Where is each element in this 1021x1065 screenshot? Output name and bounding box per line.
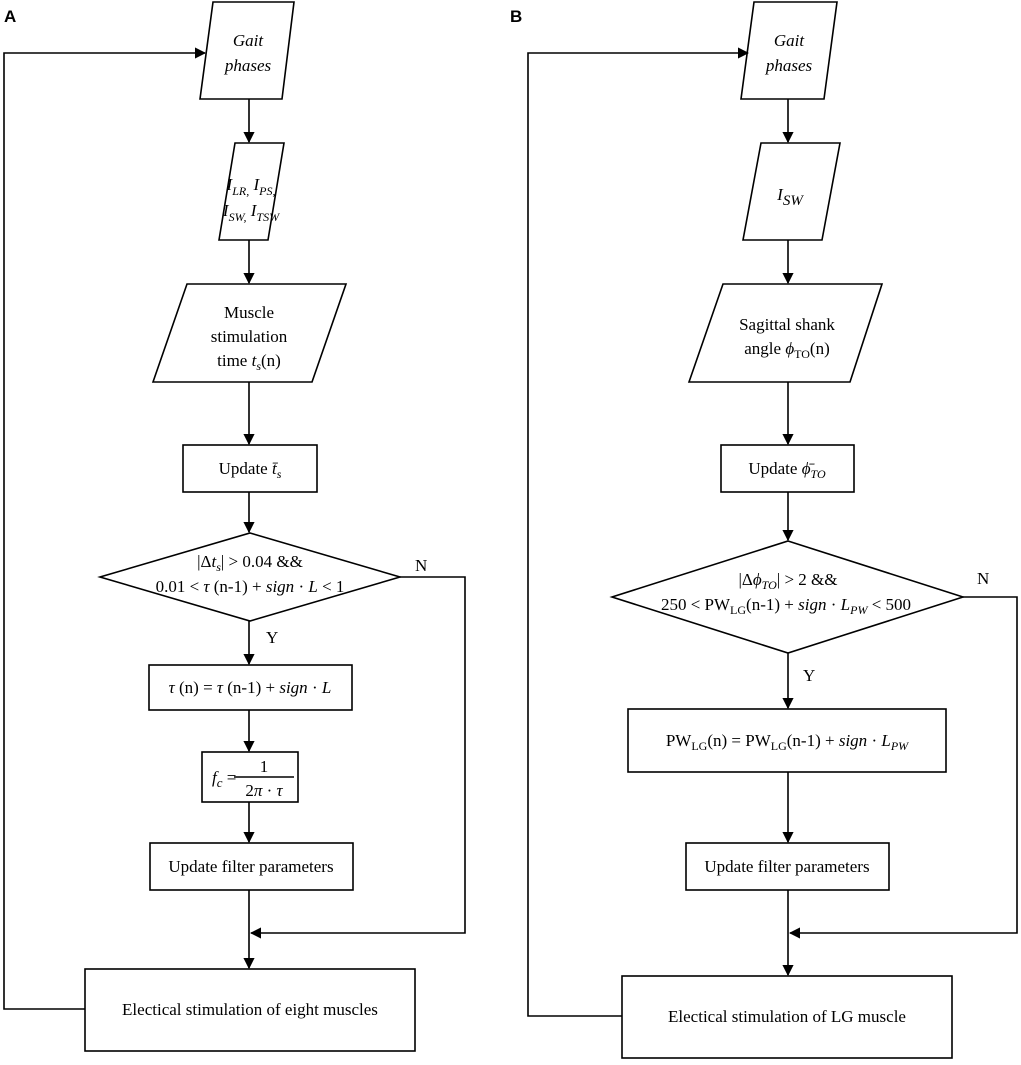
b-measure-shape <box>687 283 884 383</box>
b-measure-node: Sagittal shank angle ϕTO(n) <box>687 283 884 383</box>
b-decision-node: |ΔϕTO| > 2 && 250 < PWLG(n-1) + sign · L… <box>609 540 989 685</box>
a-gait-phases-shape <box>199 1 295 100</box>
a-stimulation-node: Electical stimulation of eight muscles <box>84 968 416 1052</box>
a-cutoff-lhs: fc = <box>212 768 236 790</box>
a-stimulation-text: Electical stimulation of eight muscles <box>122 1000 378 1019</box>
panel-b: B Gait phases ISW Sagittal shank angle ϕ… <box>510 1 1018 1059</box>
b-update-mean-node: Update ϕ̄TO <box>720 444 855 493</box>
a-update-filter-text: Update filter parameters <box>168 857 333 876</box>
a-decision-line1: |Δts| > 0.04 && <box>197 552 303 574</box>
a-measure-line1: Muscle <box>224 303 274 322</box>
a-intervals-line1: ILR, IPS, <box>226 175 276 198</box>
a-decision-yes: Y <box>266 628 278 647</box>
b-interval-node: ISW <box>742 142 841 241</box>
a-gait-phases-line1: Gait <box>233 31 265 50</box>
b-update-param-node: PWLG(n) = PWLG(n-1) + sign · LPW <box>627 708 947 773</box>
panel-a-label: A <box>4 7 16 26</box>
a-decision-shape <box>97 532 403 622</box>
b-gait-phases-shape <box>740 1 838 100</box>
a-update-param-text: τ (n) = τ (n-1) + sign · L <box>169 678 332 697</box>
b-arrow-loop-back <box>527 47 750 1017</box>
b-measure-line1: Sagittal shank <box>739 315 835 334</box>
a-measure-node: Muscle stimulation time ts(n) <box>151 283 348 383</box>
b-arrow-decision-no <box>788 596 1018 939</box>
a-intervals-node: ILR, IPS, ISW, ITSW <box>218 142 285 241</box>
b-update-mean-text: Update ϕ̄TO <box>748 459 826 481</box>
a-update-mean-shape <box>182 444 318 493</box>
a-decision-line2: 0.01 < τ (n-1) + sign · L < 1 <box>156 577 345 596</box>
b-update-param-text: PWLG(n) = PWLG(n-1) + sign · LPW <box>666 731 909 753</box>
a-cutoff-denominator: 2π · τ <box>245 781 283 800</box>
b-decision-yes: Y <box>803 666 815 685</box>
a-measure-shape <box>151 283 348 383</box>
b-gait-phases-line1: Gait <box>774 31 806 50</box>
b-gait-phases-line2: phases <box>765 56 813 75</box>
b-connectors <box>527 47 1018 1017</box>
panel-b-label: B <box>510 7 522 26</box>
b-update-filter-text: Update filter parameters <box>704 857 869 876</box>
b-interval-shape <box>742 142 841 241</box>
a-update-filter-shape <box>149 842 354 891</box>
a-cutoff-numerator: 1 <box>260 757 269 776</box>
a-decision-no: N <box>415 556 427 575</box>
b-stimulation-node: Electical stimulation of LG muscle <box>621 975 953 1059</box>
a-update-filter-node: Update filter parameters <box>149 842 354 891</box>
b-measure-line2: angle ϕTO(n) <box>744 339 830 361</box>
a-update-param-node: τ (n) = τ (n-1) + sign · L <box>148 664 353 711</box>
a-measure-line3: time ts(n) <box>217 351 281 373</box>
a-connectors <box>3 47 466 1010</box>
b-gait-phases-node: Gait phases <box>740 1 838 100</box>
a-gait-phases-line2: phases <box>224 56 272 75</box>
a-intervals-line2: ISW, ITSW <box>222 201 280 224</box>
a-update-mean-text: Update t̄s <box>219 459 282 481</box>
b-stimulation-text: Electical stimulation of LG muscle <box>668 1007 906 1026</box>
a-update-param-shape <box>148 664 353 711</box>
a-gait-phases-node: Gait phases <box>199 1 295 100</box>
b-decision-line2: 250 < PWLG(n-1) + sign · LPW < 500 <box>661 595 911 617</box>
a-arrow-loop-back <box>3 47 207 1010</box>
a-measure-line2: stimulation <box>211 327 288 346</box>
b-decision-no: N <box>977 569 989 588</box>
a-intervals-shape <box>218 142 285 241</box>
b-decision-line1: |ΔϕTO| > 2 && <box>739 570 838 592</box>
a-stimulation-shape <box>84 968 416 1052</box>
a-cutoff-node: fc = 1 2π · τ <box>201 751 299 803</box>
a-arrow-decision-no <box>249 576 466 939</box>
b-update-filter-node: Update filter parameters <box>685 842 890 891</box>
panel-a: A Gait phases ILR, IPS, ISW, ITSW Muscle… <box>3 1 466 1052</box>
a-update-mean-node: Update t̄s <box>182 444 318 493</box>
a-decision-node: |Δts| > 0.04 && 0.01 < τ (n-1) + sign · … <box>97 532 427 647</box>
